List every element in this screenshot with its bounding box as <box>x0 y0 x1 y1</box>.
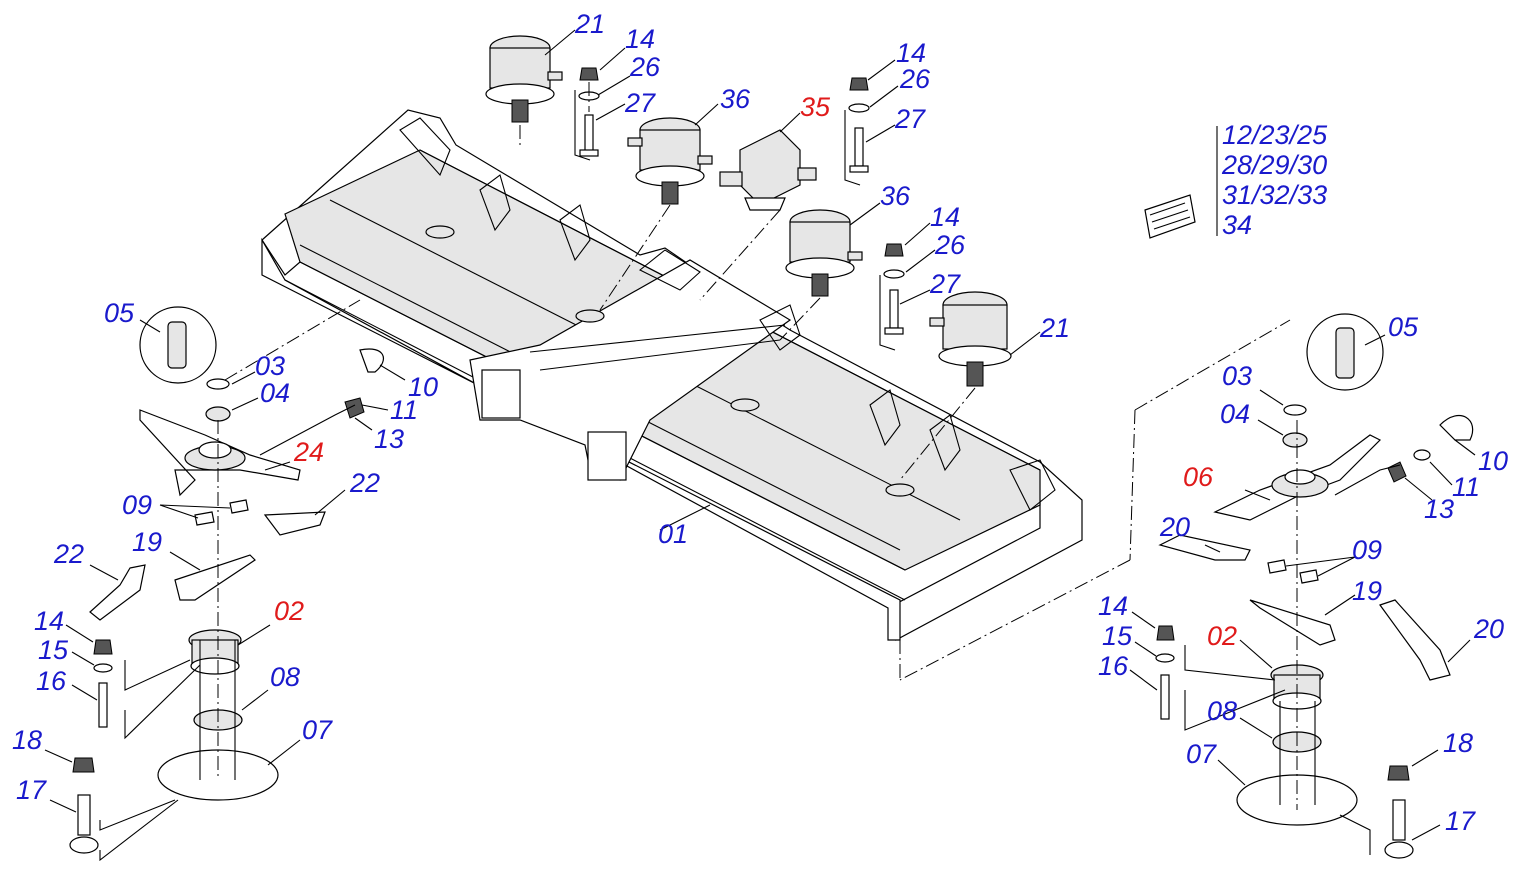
label-04: 04 <box>1220 399 1250 429</box>
label-26: 26 <box>629 52 661 82</box>
label-17: 17 <box>16 775 47 805</box>
label-22: 22 <box>53 539 84 569</box>
gearbox-35-center <box>719 129 817 211</box>
label-21: 21 <box>574 9 605 39</box>
decal-label-line-4: 34 <box>1222 210 1252 240</box>
label-04: 04 <box>260 378 290 408</box>
label-20: 20 <box>1159 512 1190 542</box>
label-03: 03 <box>1222 361 1252 391</box>
label-08: 08 <box>1207 696 1237 726</box>
label-20: 20 <box>1473 614 1504 644</box>
part-labels: 21 14 26 27 36 35 14 26 27 36 14 26 27 2… <box>12 9 1508 836</box>
decal-label-line-3: 31/32/33 <box>1222 180 1327 210</box>
label-10: 10 <box>408 372 438 402</box>
label-13: 13 <box>374 424 404 454</box>
label-13: 13 <box>1424 494 1454 524</box>
decal-plate <box>1144 126 1218 239</box>
assembly-lines <box>519 125 1291 681</box>
label-10: 10 <box>1478 446 1508 476</box>
gearbox-36-lower <box>785 209 863 297</box>
label-15: 15 <box>38 635 69 665</box>
label-02: 02 <box>274 596 304 626</box>
label-14: 14 <box>1098 591 1128 621</box>
label-19: 19 <box>1352 576 1382 606</box>
label-16: 16 <box>36 666 67 696</box>
label-14: 14 <box>625 24 655 54</box>
label-08: 08 <box>270 662 300 692</box>
left-rotor-assembly <box>69 299 385 854</box>
gearbox-36-upper <box>627 117 713 205</box>
label-09: 09 <box>122 490 152 520</box>
decal-label-line-1: 12/23/25 <box>1222 120 1328 150</box>
gearbox-21-top <box>485 35 563 123</box>
label-05: 05 <box>104 298 135 328</box>
bolt-stack-mid <box>848 77 870 173</box>
label-35: 35 <box>800 92 831 122</box>
label-02: 02 <box>1207 621 1237 651</box>
label-18: 18 <box>1443 728 1473 758</box>
label-18: 18 <box>12 725 42 755</box>
label-15: 15 <box>1102 621 1133 651</box>
label-36: 36 <box>880 181 911 211</box>
label-22: 22 <box>349 468 380 498</box>
label-14: 14 <box>34 606 64 636</box>
decal-label-line-2: 28/29/30 <box>1221 150 1327 180</box>
label-07: 07 <box>1186 739 1217 769</box>
label-11: 11 <box>1452 472 1480 502</box>
label-17: 17 <box>1445 806 1476 836</box>
label-26: 26 <box>934 230 966 260</box>
label-05: 05 <box>1388 312 1419 342</box>
label-09: 09 <box>1352 535 1382 565</box>
label-27: 27 <box>894 104 926 134</box>
label-26: 26 <box>899 64 931 94</box>
label-03: 03 <box>255 351 285 381</box>
leader-lines <box>44 29 1476 862</box>
label-01: 01 <box>658 519 688 549</box>
bolt-stack-top <box>578 67 600 157</box>
label-27: 27 <box>929 269 961 299</box>
right-rotor-assembly <box>1155 313 1474 859</box>
label-36: 36 <box>720 84 751 114</box>
label-14: 14 <box>930 202 960 232</box>
bolt-stack-lower <box>883 243 905 335</box>
label-27: 27 <box>624 88 656 118</box>
main-frame <box>261 109 1083 641</box>
label-21: 21 <box>1039 313 1070 343</box>
gearbox-21-right <box>929 291 1012 387</box>
label-07: 07 <box>302 715 333 745</box>
label-11: 11 <box>390 395 418 425</box>
label-06: 06 <box>1183 462 1214 492</box>
label-24: 24 <box>293 437 324 467</box>
label-16: 16 <box>1098 651 1129 681</box>
label-19: 19 <box>132 527 162 557</box>
label-14: 14 <box>896 38 926 68</box>
